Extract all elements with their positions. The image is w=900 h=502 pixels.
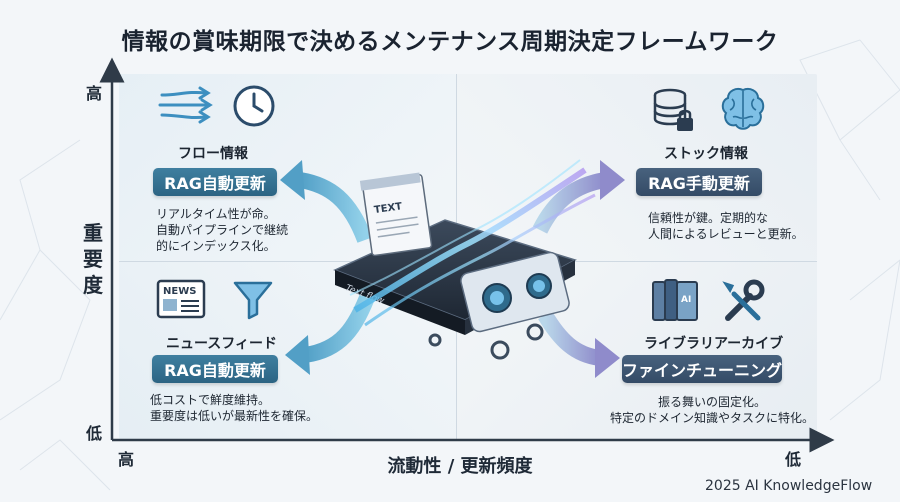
clock-icon [233, 85, 275, 127]
y-axis-low-label: 低 [86, 424, 103, 443]
footer-credit: 2025 AI KnowledgeFlow [705, 478, 873, 494]
svg-text:NEWS: NEWS [163, 286, 196, 297]
x-axis-low-label: 低 [785, 450, 802, 469]
desc-line: リアルタイム性が命。 [156, 207, 276, 221]
desc-line: 低コストで鮮度維持。 [150, 393, 271, 407]
badge-rag-auto-update: RAG自動更新 [153, 168, 277, 196]
quadrant-desc-library-archive: 振る舞いの固定化。 特定のドメイン知識やタスクに特化。 [610, 394, 814, 426]
flow-arrows-icon [158, 86, 213, 124]
desc-line: 人間によるレビューと更新。 [648, 227, 804, 241]
badge-rag-auto-update: RAG自動更新 [152, 355, 278, 383]
desc-line: 振る舞いの固定化。 [658, 395, 767, 409]
svg-text:AI: AI [681, 295, 691, 305]
wrench-screwdriver-icon [722, 279, 765, 321]
desc-line: 信頼性が鍵。定期的な [648, 211, 769, 225]
locked-database-icon [653, 88, 693, 131]
books-icon: AI [652, 279, 698, 321]
desc-line: 自動パイプラインで継続 [156, 223, 289, 237]
central-processing-machine: TEXT Text flow [333, 159, 596, 360]
badge-rag-manual-update: RAG手動更新 [636, 168, 762, 196]
data-swirl [353, 167, 587, 313]
brain-icon [721, 88, 765, 130]
arrow-to-bottom-right [538, 310, 620, 378]
y-axis-high-label: 高 [86, 84, 103, 103]
quadrant-label-flow: フロー情報 [178, 146, 248, 162]
y-axis-title-char: 度 [83, 273, 103, 297]
page-title: 情報の賞味期限で決めるメンテナンス周期決定フレームワーク [121, 29, 779, 55]
desc-line: 的にインデックス化。 [156, 239, 276, 253]
gear-icon [428, 323, 544, 360]
newspaper-icon: NEWS [156, 279, 206, 319]
dial-icon [460, 251, 570, 333]
quadrant-label-newsfeed: ニュースフィード [166, 336, 278, 352]
document-icon: TEXT [359, 172, 433, 257]
quadrant-desc-newsfeed: 低コストで鮮度維持。 重要度は低いが最新性を確保。 [150, 392, 318, 424]
desc-line: 特定のドメイン知識やタスクに特化。 [610, 411, 815, 425]
document-text: TEXT [373, 201, 403, 216]
quadrant-label-stock: ストック情報 [664, 146, 748, 162]
quadrant-label-library-archive: ライブラリアーカイブ [644, 336, 784, 352]
quadrant-desc-flow: リアルタイム性が命。 自動パイプラインで継続 的にインデックス化。 [156, 206, 288, 254]
y-axis-title: 重 要 度 [78, 220, 108, 298]
quadrant-desc-stock: 信頼性が鍵。定期的な 人間によるレビューと更新。 [648, 210, 804, 242]
desc-line: 重要度は低いが最新性を確保。 [150, 409, 319, 423]
y-axis-title-char: 重 [83, 221, 103, 245]
x-axis-high-label: 高 [118, 450, 135, 469]
y-axis-title-char: 要 [83, 247, 103, 271]
badge-fine-tuning: ファインチューニング [622, 355, 782, 383]
x-axis-title: 流動性 / 更新頻度 [387, 456, 533, 477]
funnel-icon [233, 281, 273, 320]
arrow-to-top-left [280, 160, 373, 243]
